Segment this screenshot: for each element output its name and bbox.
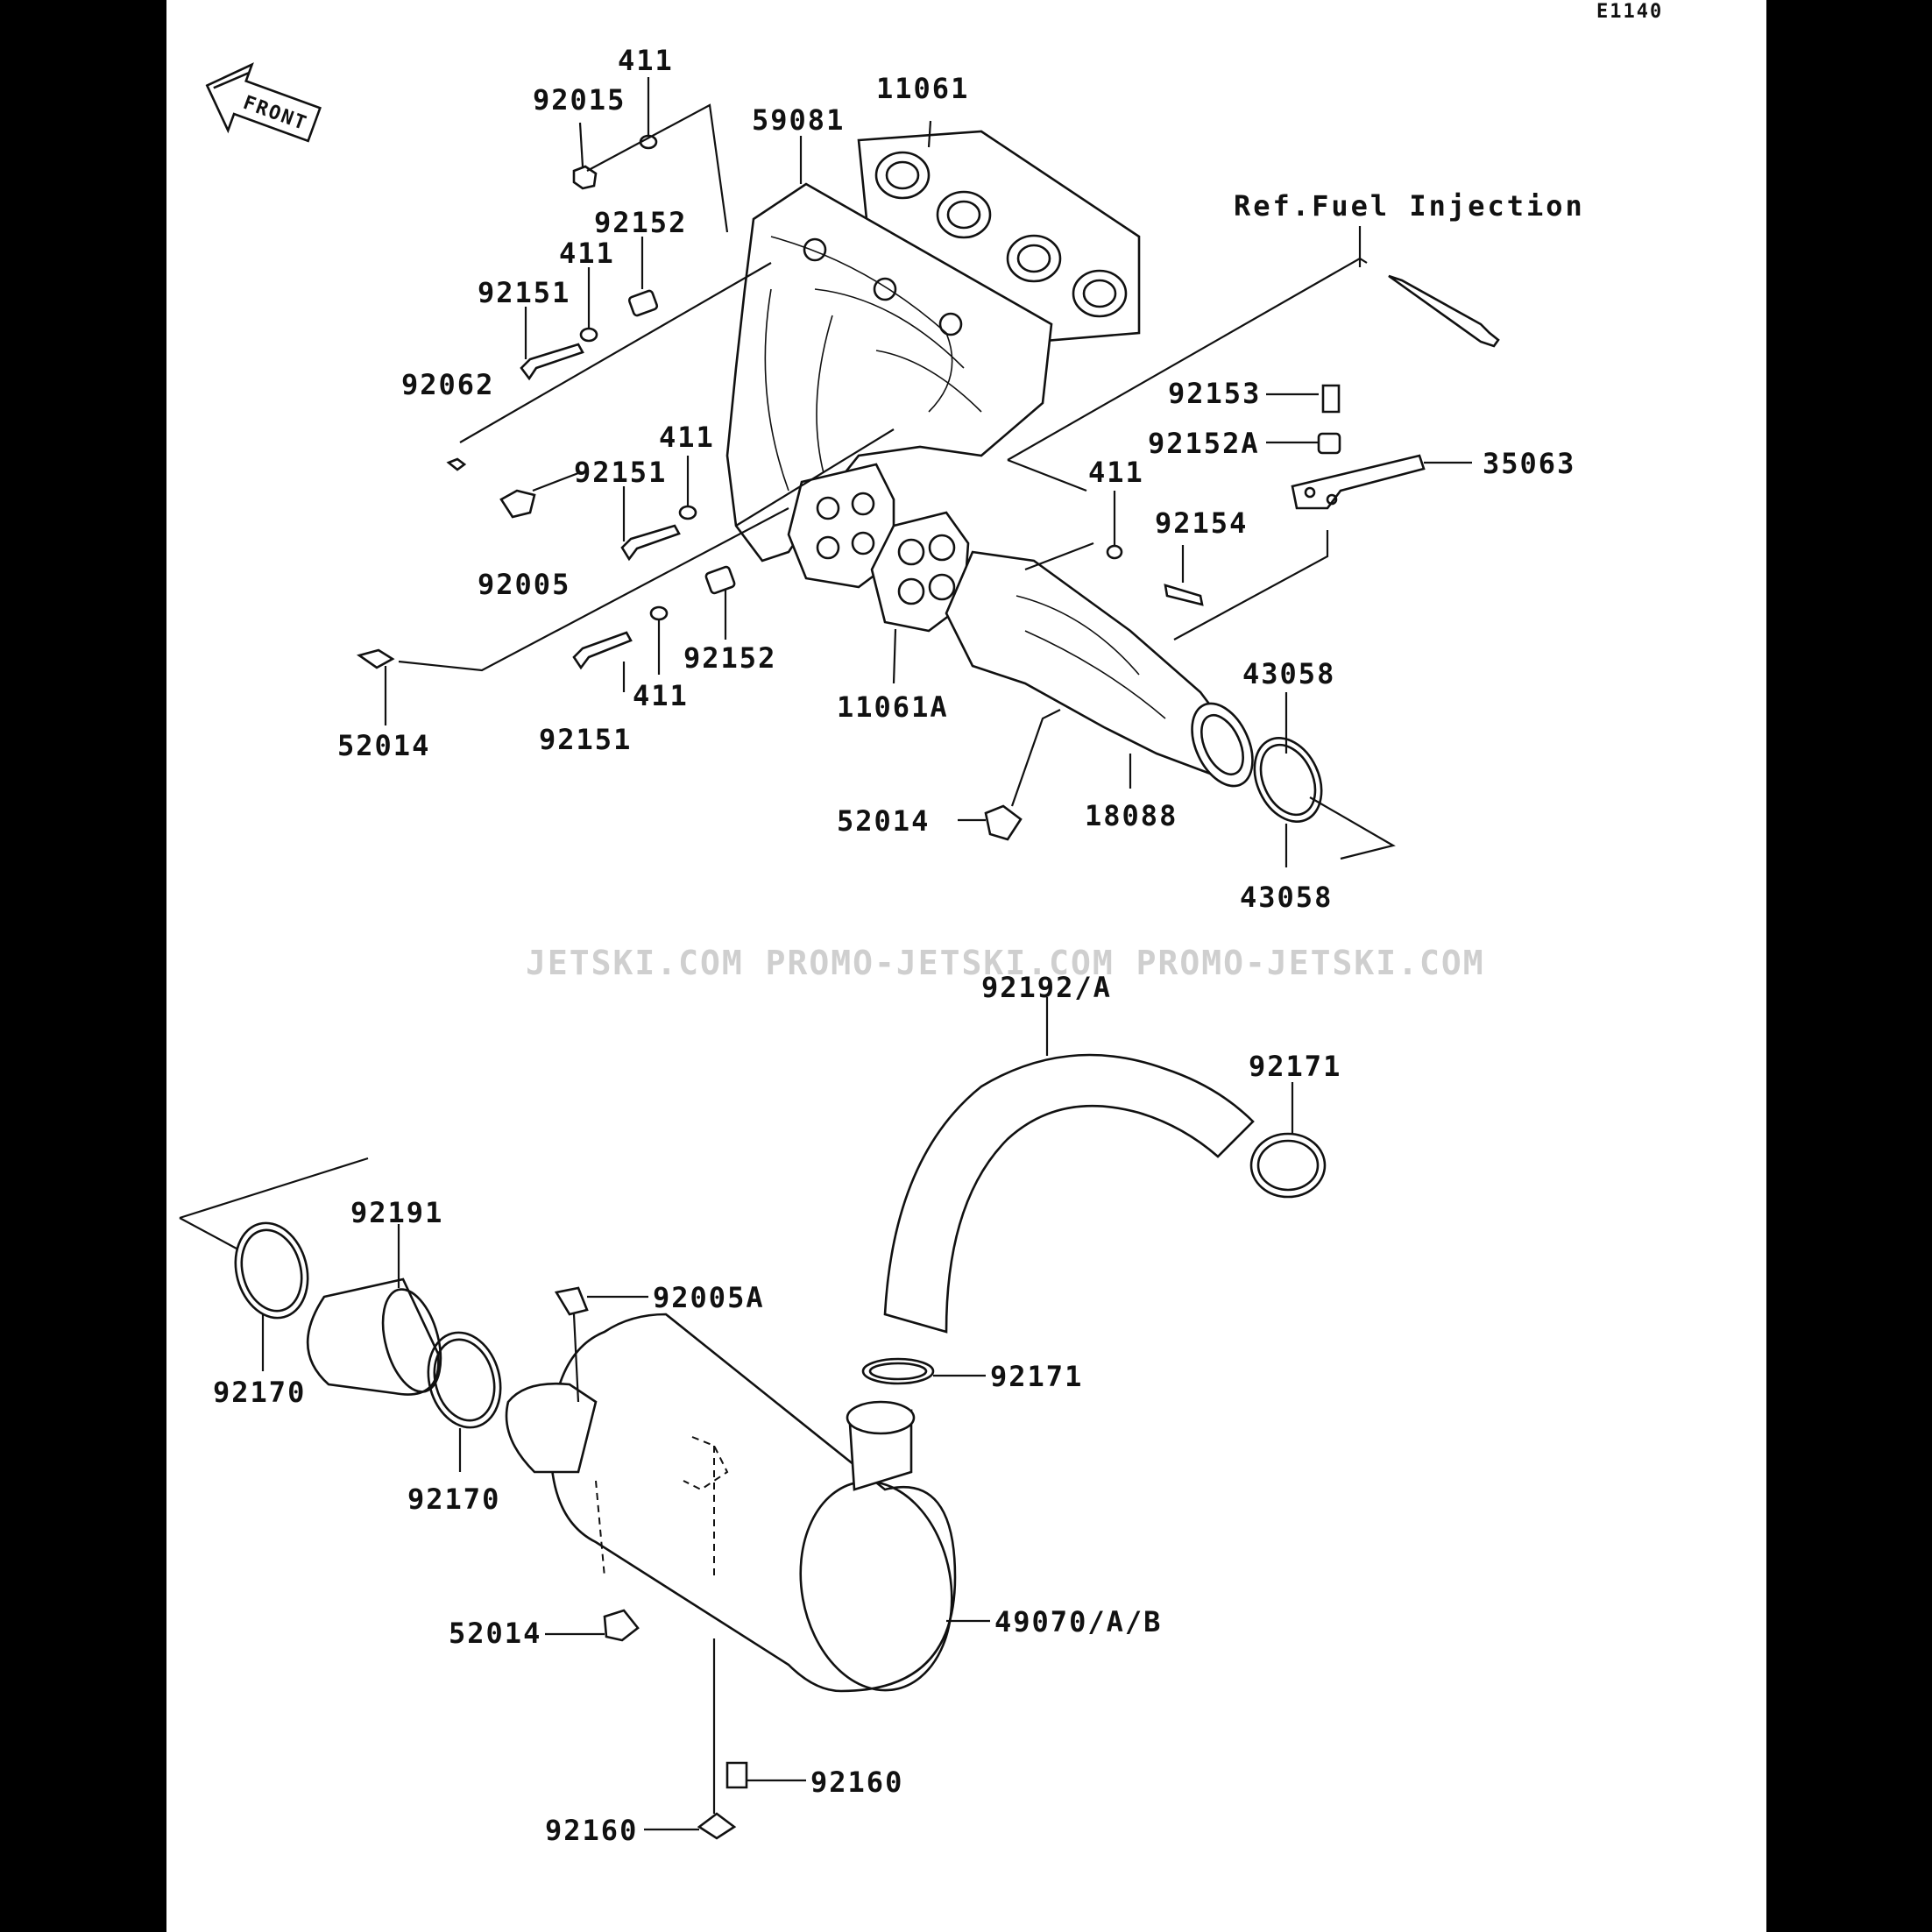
ring-43058-b [1259, 743, 1317, 817]
label-411: 411 [559, 237, 615, 270]
collar-92152A [1317, 432, 1341, 455]
label-11061: 11061 [876, 72, 969, 105]
collar-92152-a [627, 289, 659, 317]
clamp-92170-a [234, 1221, 309, 1320]
label-11061A: 11061A [837, 690, 949, 724]
hose-92191 [306, 1277, 442, 1396]
label-92152A: 92152A [1148, 427, 1260, 460]
label-411: 411 [618, 44, 674, 77]
washer-411-c [678, 505, 697, 520]
label-92154: 92154 [1155, 506, 1248, 540]
fitting-92005 [499, 489, 536, 519]
bolt-92151-b [620, 524, 681, 562]
diagram-code: E1140 [1596, 1, 1663, 23]
fitting-52014-c [603, 1609, 640, 1642]
label-92170: 92170 [407, 1483, 500, 1516]
label-92015: 92015 [533, 83, 626, 117]
label-92192A: 92192/A [981, 971, 1112, 1004]
label-18088: 18088 [1085, 799, 1178, 832]
fitting-52014-a [356, 648, 395, 669]
label-411: 411 [659, 421, 715, 454]
gasket-11061A [870, 511, 970, 633]
label-411: 411 [1088, 456, 1144, 489]
label-59081: 59081 [752, 103, 845, 137]
label-92152: 92152 [683, 641, 776, 675]
label-52014: 52014 [337, 729, 430, 762]
label-43058: 43058 [1242, 657, 1335, 690]
fitting-52014-b [984, 804, 1023, 841]
label-43058: 43058 [1240, 881, 1333, 914]
label-92062: 92062 [401, 368, 494, 401]
bolt-92153 [1321, 384, 1341, 414]
pad-92160-b [697, 1812, 737, 1840]
washer-411-e [1106, 544, 1123, 560]
label-92152: 92152 [594, 206, 687, 239]
exhaust-pipe-18088 [945, 550, 1254, 788]
leader-lines-lower [179, 997, 1294, 1831]
label-92160: 92160 [545, 1814, 638, 1847]
label-92171: 92171 [990, 1360, 1083, 1393]
washer-411-d [649, 605, 669, 621]
label-92151: 92151 [478, 276, 570, 309]
nut-92015 [572, 165, 598, 190]
label-92171: 92171 [1249, 1050, 1341, 1083]
fitting-92005A [554, 1286, 589, 1316]
label-52014: 52014 [837, 804, 930, 838]
bolt-92154 [1164, 584, 1204, 606]
fuel-injection-sensor [1388, 274, 1500, 348]
watermark: JETSKI.COM PROMO-JETSKI.COM PROMO-JETSKI… [526, 944, 1485, 982]
part-labels: 411 92015 11061 59081 92152 411 92151 92… [213, 44, 1585, 1847]
label-92005: 92005 [478, 568, 570, 601]
pin-92062 [446, 457, 467, 471]
bracket-35063 [1291, 454, 1426, 510]
label-52014: 52014 [449, 1617, 541, 1650]
pad-92160-a [725, 1761, 748, 1789]
label-92170: 92170 [213, 1376, 306, 1409]
label-49070: 49070/A/B [994, 1605, 1162, 1638]
clamp-92170-b [427, 1331, 502, 1429]
clamp-92171-a [1249, 1132, 1327, 1199]
exhaust-hose-92192 [883, 1053, 1255, 1334]
fuel-injection-reference: Ref.Fuel Injection [1234, 189, 1585, 223]
ring-43058-a [1253, 737, 1323, 823]
washer-411-b [579, 327, 598, 343]
label-92005A: 92005A [653, 1281, 765, 1314]
label-92160: 92160 [810, 1766, 903, 1799]
front-arrow: FRONT [205, 62, 322, 143]
label-92151: 92151 [539, 723, 632, 756]
label-92191: 92191 [350, 1196, 443, 1229]
bolt-92151-a [520, 343, 584, 381]
leader-lines-upper [384, 77, 1472, 867]
label-411: 411 [633, 679, 689, 712]
label-35063: 35063 [1483, 447, 1575, 480]
bolt-92151-c [572, 631, 633, 670]
clamp-92171-b [861, 1357, 935, 1385]
muffler-49070 [505, 1313, 957, 1693]
collar-92152-b [704, 565, 736, 595]
label-92151: 92151 [574, 456, 667, 489]
label-92153: 92153 [1168, 377, 1261, 410]
fasteners-upper [356, 134, 1500, 841]
